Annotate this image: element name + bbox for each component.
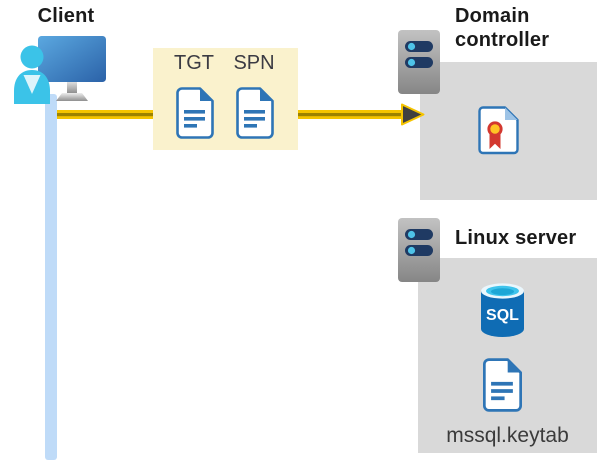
sql-badge-text: SQL <box>486 307 519 324</box>
certificate-rosette-center <box>490 124 500 134</box>
monitor-stand-neck <box>67 80 77 93</box>
domain-controller-title: Domain controller <box>455 5 550 52</box>
client-workstation-icon <box>14 36 106 104</box>
person-head <box>20 45 44 69</box>
linux-server-icon <box>398 218 440 282</box>
linux-server-title: Linux server <box>455 227 577 249</box>
monitor-stand-base <box>56 93 88 101</box>
client-connector-line <box>45 94 57 460</box>
keytab-document-icon <box>483 358 522 412</box>
keytab-filename-label: mssql.keytab <box>446 424 569 447</box>
sql-database-icon: SQL <box>481 283 524 337</box>
domain-controller-server-icon <box>398 30 440 94</box>
client-title: Client <box>37 5 95 27</box>
spn-document-icon <box>236 87 274 139</box>
tgt-label: TGT <box>174 52 214 74</box>
spn-label: SPN <box>233 52 275 74</box>
certificate-icon <box>478 106 519 155</box>
monitor-screen <box>38 36 106 82</box>
arrowhead-icon <box>401 103 425 126</box>
person-collar <box>23 75 41 94</box>
tgt-document-icon <box>176 87 214 139</box>
certificate-ribbon <box>489 134 501 149</box>
